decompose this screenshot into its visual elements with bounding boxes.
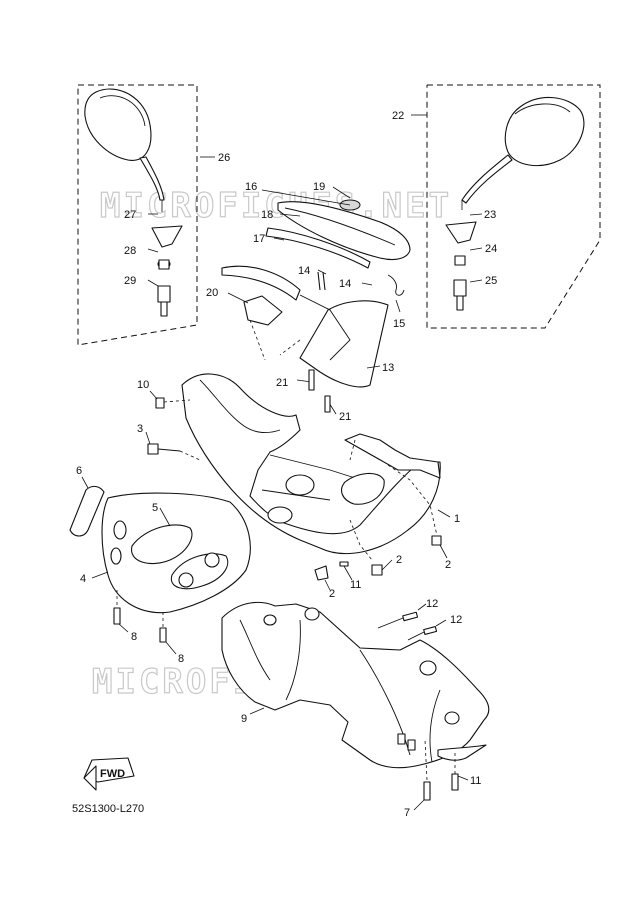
callout-14b: 14 xyxy=(339,278,351,290)
fwd-label: FWD xyxy=(100,768,125,780)
callout-11b: 11 xyxy=(470,775,481,787)
callout-2a: 2 xyxy=(445,559,451,571)
front-cover-group xyxy=(145,373,451,591)
callout-9: 9 xyxy=(241,713,247,725)
callout-5: 5 xyxy=(152,502,158,514)
right-mirror-group xyxy=(411,84,601,329)
callout-15: 15 xyxy=(393,318,405,330)
callout-2b: 2 xyxy=(396,554,402,566)
callout-6: 6 xyxy=(76,465,82,477)
callout-18: 18 xyxy=(261,209,273,221)
callout-7: 7 xyxy=(404,807,410,819)
callout-26: 26 xyxy=(218,152,230,164)
callout-12b: 12 xyxy=(450,614,462,626)
callout-22: 22 xyxy=(392,110,404,122)
callout-29: 29 xyxy=(124,275,136,287)
callout-28: 28 xyxy=(124,245,136,257)
callout-27: 27 xyxy=(124,209,136,221)
callout-4: 4 xyxy=(80,573,86,585)
diagram-code: 52S1300-L270 xyxy=(72,803,144,815)
callout-23: 23 xyxy=(484,209,496,221)
callout-19: 19 xyxy=(313,181,325,193)
callout-16: 16 xyxy=(245,181,257,193)
callout-1: 1 xyxy=(454,513,460,525)
left-mirror-group xyxy=(77,84,215,346)
callout-14a: 14 xyxy=(298,265,310,277)
callout-21b: 21 xyxy=(339,411,351,423)
callout-8b: 8 xyxy=(178,653,184,665)
callout-11a: 11 xyxy=(350,579,361,591)
callout-8a: 8 xyxy=(131,631,137,643)
callout-10: 10 xyxy=(137,379,149,391)
fwd-arrow: FWD xyxy=(83,757,135,791)
upper-cover-group xyxy=(261,186,411,269)
callout-12a: 12 xyxy=(426,598,438,610)
callout-25: 25 xyxy=(485,275,497,287)
callout-labels: 1 2 2 2 3 4 5 6 7 8 8 9 10 11 11 12 12 1… xyxy=(76,110,497,819)
callout-2c: 2 xyxy=(329,588,335,600)
callout-3: 3 xyxy=(137,423,143,435)
inner-bracket-group xyxy=(221,265,405,415)
callout-13: 13 xyxy=(382,362,394,374)
callout-24: 24 xyxy=(485,243,497,255)
lower-cover-group xyxy=(221,601,490,811)
side-panel-group xyxy=(69,476,251,655)
callout-20: 20 xyxy=(206,287,218,299)
callout-21a: 21 xyxy=(276,377,288,389)
callout-17: 17 xyxy=(253,233,265,245)
